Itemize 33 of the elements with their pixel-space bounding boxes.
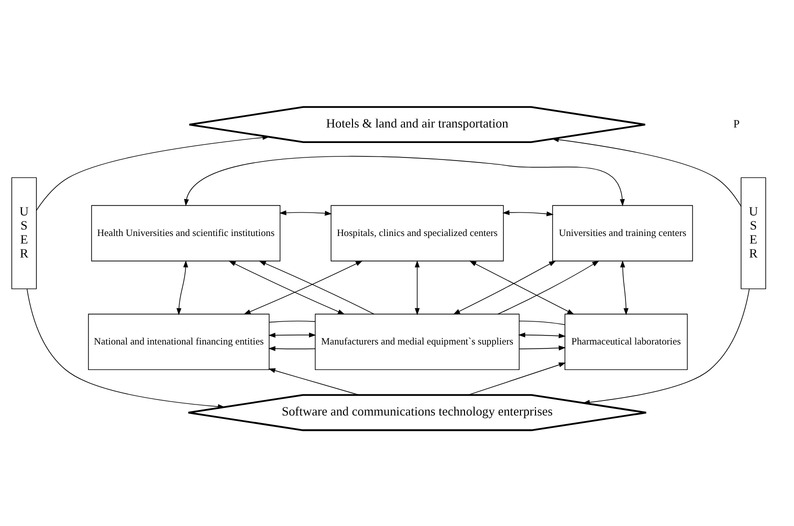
arrow [620, 260, 628, 315]
arrow [518, 332, 566, 338]
arrow [176, 260, 188, 315]
node-box: Hospitals, clinics and specialized centers [330, 204, 504, 261]
arrow [582, 288, 750, 404]
connector [269, 320, 316, 322]
arrow [279, 210, 332, 216]
arrow [268, 346, 316, 351]
arrow [469, 260, 574, 314]
arrow [498, 260, 600, 314]
arrow [414, 260, 420, 315]
arrow [244, 260, 363, 314]
node-box: Universities and training centers [552, 204, 693, 261]
arrow [268, 368, 360, 395]
node-box: Health Universities and scientific institutions [91, 204, 280, 261]
arrow [36, 134, 270, 210]
arrow [26, 288, 225, 409]
arrow [518, 345, 566, 350]
arrow [453, 260, 556, 314]
arrow [468, 362, 566, 395]
node-box: Pharmaceutical laboratories [564, 313, 688, 370]
node-box: U S E R [11, 176, 37, 289]
arrow [502, 210, 554, 216]
node-box: National and intenational financing entities [88, 313, 270, 370]
arrow [552, 136, 742, 206]
label: P [733, 118, 740, 130]
connector [518, 320, 566, 324]
arrow [184, 155, 625, 206]
arrow [258, 260, 374, 314]
arrow [268, 332, 316, 338]
node-box: Manufacturers and medial equipment`s suppliers [314, 313, 520, 370]
node-box: U S E R [740, 176, 766, 289]
arrow [228, 260, 345, 314]
